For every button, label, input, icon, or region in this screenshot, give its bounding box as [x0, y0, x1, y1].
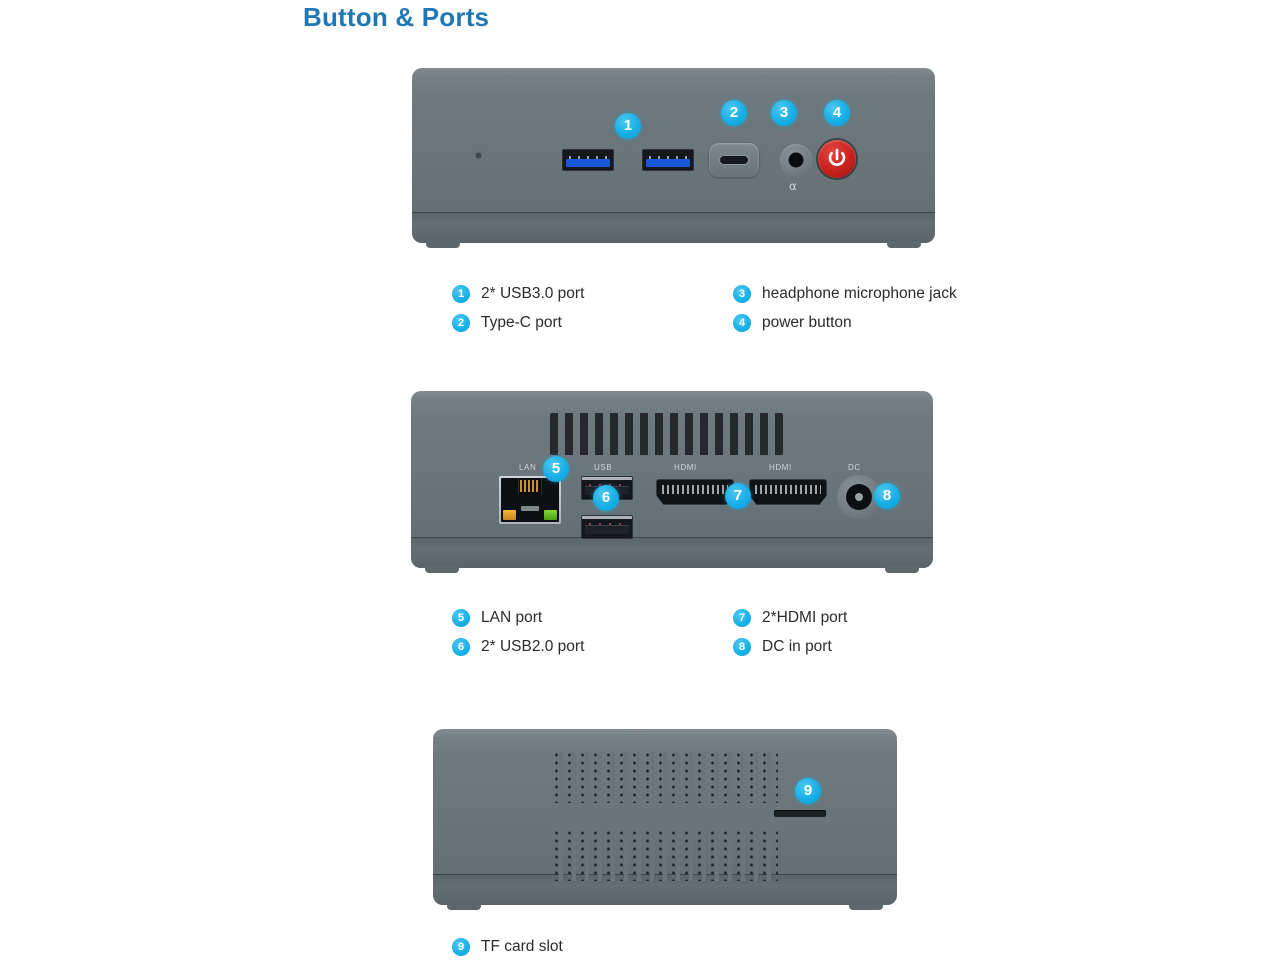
usb2-rim — [582, 477, 632, 480]
callout-badge-4: 4 — [824, 100, 850, 126]
legend-item-4: 4 power button — [733, 314, 852, 332]
legend-badge-5: 5 — [452, 609, 470, 627]
legend-badge-2: 2 — [452, 314, 470, 332]
hdmi-contacts-icon — [662, 485, 728, 494]
tf-card-slot[interactable] — [774, 810, 826, 817]
legend-label-7: 2*HDMI port — [762, 609, 848, 626]
legend-label-2: Type-C port — [481, 314, 562, 331]
side-panel-device-image: 9 — [433, 729, 897, 910]
side-vent-column-mask-upper — [550, 751, 778, 803]
headphone-icon: ⍺ — [789, 179, 797, 193]
callout-badge-7: 7 — [725, 483, 751, 509]
callout-badge-6: 6 — [593, 485, 619, 511]
legend-item-5: 5 LAN port — [452, 609, 542, 627]
callout-badge-8: 8 — [874, 483, 900, 509]
legend-item-3: 3 headphone microphone jack — [733, 285, 957, 303]
usb2-port-bottom[interactable] — [581, 515, 633, 539]
power-button[interactable] — [818, 140, 856, 178]
legend-item-8: 8 DC in port — [733, 638, 832, 656]
legend-item-7: 7 2*HDMI port — [733, 609, 847, 627]
usb3-port-right[interactable] — [642, 149, 694, 171]
usb3-blue-tongue — [566, 159, 610, 167]
type-c-slot-icon — [719, 155, 749, 165]
callout-badge-9: 9 — [795, 778, 821, 804]
jack-hole-icon — [788, 152, 804, 168]
front-panel-device-image: ⍺ 1 2 3 4 — [412, 68, 935, 248]
port-label-hdmi-2: HDMI — [769, 463, 792, 472]
legend-item-2: 2 Type-C port — [452, 314, 562, 332]
hdmi-port-1[interactable] — [656, 479, 734, 505]
dc-center-pin-icon — [855, 493, 863, 501]
legend-label-6: 2* USB2.0 port — [481, 638, 585, 655]
microphone-pinhole — [476, 153, 481, 158]
legend-label-5: LAN port — [481, 609, 543, 626]
callout-badge-3: 3 — [771, 100, 797, 126]
legend-item-9: 9 TF card slot — [452, 938, 563, 956]
usb3-blue-tongue — [646, 159, 690, 167]
side-vent-column-mask-lower — [550, 829, 778, 881]
usb3-pins-icon — [569, 156, 607, 159]
lan-tab-icon — [521, 506, 539, 511]
callout-badge-5: 5 — [543, 456, 569, 482]
legend-badge-8: 8 — [733, 638, 751, 656]
rear-vent-grille — [550, 413, 783, 455]
legend-badge-9: 9 — [452, 938, 470, 956]
port-label-dc: DC — [848, 463, 861, 472]
legend-badge-1: 1 — [452, 285, 470, 303]
device-foot-right — [885, 566, 919, 573]
hdmi-contacts-icon — [755, 485, 821, 494]
usb2-pins-icon — [589, 523, 625, 526]
lan-led-amber — [503, 510, 516, 520]
legend-badge-6: 6 — [452, 638, 470, 656]
callout-badge-1: 1 — [615, 113, 641, 139]
lan-cavity — [501, 478, 559, 522]
device-foot-right — [887, 241, 921, 248]
legend-item-6: 6 2* USB2.0 port — [452, 638, 584, 656]
callout-badge-2: 2 — [721, 100, 747, 126]
legend-badge-4: 4 — [733, 314, 751, 332]
device-foot-left — [425, 566, 459, 573]
device-top-lid — [433, 729, 897, 739]
legend-label-4: power button — [762, 314, 852, 331]
legend-item-1: 1 2* USB3.0 port — [452, 285, 584, 303]
port-label-hdmi-1: HDMI — [674, 463, 697, 472]
legend-label-8: DC in port — [762, 638, 832, 655]
usb2-rim — [582, 516, 632, 519]
device-base — [412, 212, 935, 243]
lan-port[interactable] — [499, 476, 561, 524]
legend-badge-7: 7 — [733, 609, 751, 627]
port-label-lan: LAN — [519, 463, 537, 472]
device-foot-left — [426, 241, 460, 248]
lan-led-green — [544, 510, 557, 520]
lan-contacts-icon — [520, 480, 540, 492]
headphone-microphone-jack[interactable] — [780, 144, 812, 176]
legend-label-9: TF card slot — [481, 938, 563, 955]
device-foot-right — [849, 903, 883, 910]
type-c-port[interactable] — [709, 143, 759, 177]
device-base — [411, 537, 933, 568]
power-symbol-icon — [828, 148, 846, 166]
usb2-tongue — [585, 525, 629, 534]
hdmi-port-2[interactable] — [749, 479, 827, 505]
legend-label-1: 2* USB3.0 port — [481, 285, 585, 302]
legend-label-3: headphone microphone jack — [762, 285, 957, 302]
device-top-lid — [412, 68, 935, 78]
legend-badge-3: 3 — [733, 285, 751, 303]
page-title: Button & Ports — [303, 2, 490, 32]
port-label-usb: USB — [594, 463, 613, 472]
device-foot-left — [447, 903, 481, 910]
rear-panel-device-image: LAN USB HDMI HDMI DC 5 6 7 8 — [411, 391, 933, 573]
usb3-port-left[interactable] — [562, 149, 614, 171]
device-top-lid — [411, 391, 933, 401]
usb3-pins-icon — [649, 156, 687, 159]
dc-in-port[interactable] — [837, 475, 881, 519]
